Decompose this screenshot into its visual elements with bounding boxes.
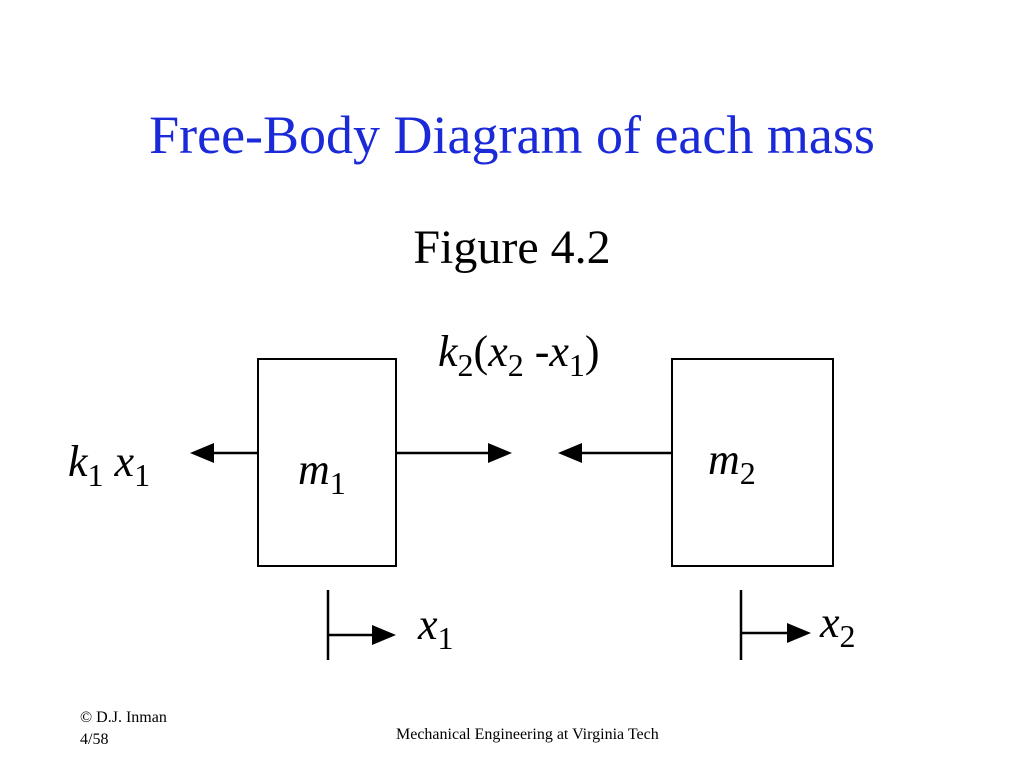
footer-department: Mechanical Engineering at Virginia Tech bbox=[396, 726, 659, 743]
displacement-x2-label: x2 bbox=[820, 598, 856, 654]
arrowhead-x2 bbox=[787, 623, 811, 643]
arrowhead-left-k2-m2 bbox=[558, 443, 582, 463]
page-number: 4/58 bbox=[80, 731, 109, 748]
mass-1-label: m1 bbox=[298, 445, 346, 501]
figure-label: Figure 4.2 bbox=[413, 221, 611, 274]
spring-force-k1-label: k1 x1 bbox=[68, 437, 151, 493]
footer-left: © D.J. Inman 4/58 bbox=[80, 707, 167, 751]
spring-force-k2-label: k2(x2 -x1) bbox=[438, 327, 600, 383]
arrowhead-x1 bbox=[372, 625, 396, 645]
mass-2-label: m2 bbox=[708, 435, 756, 491]
slide-title: Free-Body Diagram of each mass bbox=[149, 105, 875, 165]
copyright-text: © D.J. Inman bbox=[80, 709, 167, 726]
arrowhead-left-k1 bbox=[190, 443, 214, 463]
mass-2-box bbox=[671, 358, 834, 567]
mass-1-box bbox=[257, 358, 397, 567]
displacement-x1-label: x1 bbox=[418, 600, 454, 656]
arrowhead-right-k2-m1 bbox=[488, 443, 512, 463]
